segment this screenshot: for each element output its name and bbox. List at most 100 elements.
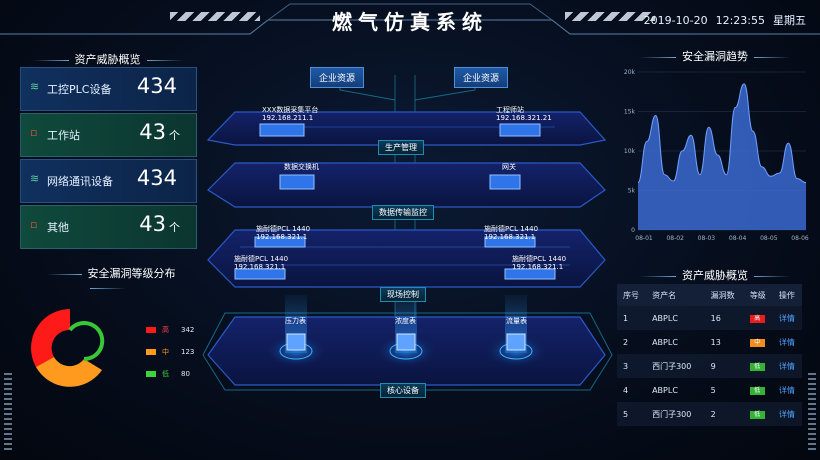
left-edge-ticks [4, 372, 12, 450]
layers-icon: ≋ [30, 80, 40, 93]
x-tick-label: 08-04 [729, 235, 747, 242]
detail-link[interactable]: 详情 [772, 402, 802, 426]
layer-label-production[interactable]: 生产管理 [378, 140, 424, 155]
y-tick-label: 0 [631, 227, 635, 234]
other-icon: ▫ [30, 218, 38, 231]
detail-link[interactable]: 详情 [778, 337, 795, 347]
row-level-cell: 高 [743, 306, 773, 330]
level-badge: 低 [749, 363, 765, 371]
row-level-cell: 中 [744, 330, 773, 354]
col-header-name: 资产名 [646, 284, 705, 306]
x-tick-label: 08-03 [698, 235, 716, 242]
y-tick-label: 10k [624, 148, 636, 155]
architecture-stage [202, 75, 613, 391]
y-tick-label: 15k [624, 109, 636, 116]
layer-label-field-control[interactable]: 现场控制 [380, 287, 426, 302]
x-tick-label: 08-02 [666, 235, 684, 242]
detail-link[interactable]: 详情 [772, 306, 802, 330]
vuln-level-title: 安全漏洞等级分布 [20, 265, 195, 294]
asset-card-label: 网络通讯设备 [47, 175, 113, 188]
threat-table-title: 资产威胁概览 [620, 267, 810, 283]
row-level-cell: 低 [743, 402, 773, 426]
vuln-level-donut [31, 309, 105, 387]
donut-slice-low [68, 321, 105, 362]
col-header-no: 序号 [617, 284, 647, 306]
row-no: 4 [623, 385, 629, 395]
table-row: 2 ABPLC 13 中 详情 [617, 330, 802, 354]
row-vuln-count: 13 [710, 337, 721, 347]
row-asset-name: 西门子300 [646, 402, 705, 426]
asset-card-label: 工控PLC设备 [47, 83, 112, 96]
row-vuln-count: 5 [710, 385, 716, 395]
level-badge: 高 [749, 315, 765, 323]
asset-card-label: 工作站 [47, 129, 80, 142]
pressure-meter-label[interactable]: 压力表 [285, 317, 306, 325]
gateway-node-label[interactable]: 网关 [502, 163, 516, 171]
concentration-meter-label[interactable]: 浓度表 [395, 317, 416, 325]
header-stripes-left [170, 12, 260, 21]
time-text: 12:23:55 [715, 14, 765, 27]
trend-area [638, 83, 806, 230]
y-tick-label: 20k [624, 69, 636, 76]
level-badge: 中 [749, 339, 765, 347]
layers-icon: ≋ [30, 172, 40, 185]
row-level-cell: 低 [744, 378, 773, 402]
asset-card-value: 434 [136, 74, 177, 98]
x-tick-label: 08-06 [791, 235, 809, 242]
asset-card-network[interactable]: ≋ 网络通讯设备 434 [20, 159, 197, 203]
y-tick-labels: 20k 15k 10k 5k 0 [624, 69, 636, 234]
datetime: 2019-10-20 12:23:55 星期五 [636, 12, 806, 28]
layer-label-core-device[interactable]: 核心设备 [380, 383, 426, 398]
row-no: 2 [623, 337, 629, 347]
asset-card-plc[interactable]: ≋ 工控PLC设备 434 [20, 67, 197, 111]
detail-link[interactable]: 详情 [772, 354, 802, 378]
row-asset-name: ABPLC [646, 306, 705, 330]
level-badge: 低 [749, 387, 765, 395]
row-no: 3 [617, 354, 647, 378]
header-stripes-right [565, 12, 655, 21]
row-vuln-count: 9 [704, 354, 744, 378]
row-asset-name: ABPLC [652, 337, 678, 347]
y-tick-label: 5k [628, 188, 636, 195]
enterprise-resource-button-2[interactable]: 企业资源 [454, 67, 509, 88]
detail-link[interactable]: 详情 [778, 385, 795, 395]
col-header-op: 操作 [772, 284, 802, 306]
header-frame [0, 3, 820, 35]
row-asset-name: ABPLC [652, 385, 678, 395]
weekday-text: 星期五 [773, 14, 806, 27]
right-edge-ticks [808, 372, 816, 450]
flow-meter-label[interactable]: 流量表 [506, 317, 527, 325]
col-header-count: 漏洞数 [704, 284, 744, 306]
layer-label-data-transfer[interactable]: 数据传输监控 [372, 205, 434, 220]
date-text: 2019-10-20 [643, 14, 708, 27]
col-header-level: 等级 [743, 284, 773, 306]
asset-overview-title: 资产威胁概览 [20, 51, 195, 67]
row-no: 1 [617, 306, 647, 330]
row-vuln-count: 16 [704, 306, 744, 330]
vuln-trend-title: 安全漏洞趋势 [620, 48, 810, 64]
enterprise-resource-button-1[interactable]: 企业资源 [310, 67, 365, 88]
row-vuln-count: 2 [704, 402, 744, 426]
row-level-cell: 低 [743, 354, 773, 378]
switch-node-label[interactable]: 数据交换机 [284, 163, 319, 171]
asset-card-label: 其他 [47, 221, 69, 234]
